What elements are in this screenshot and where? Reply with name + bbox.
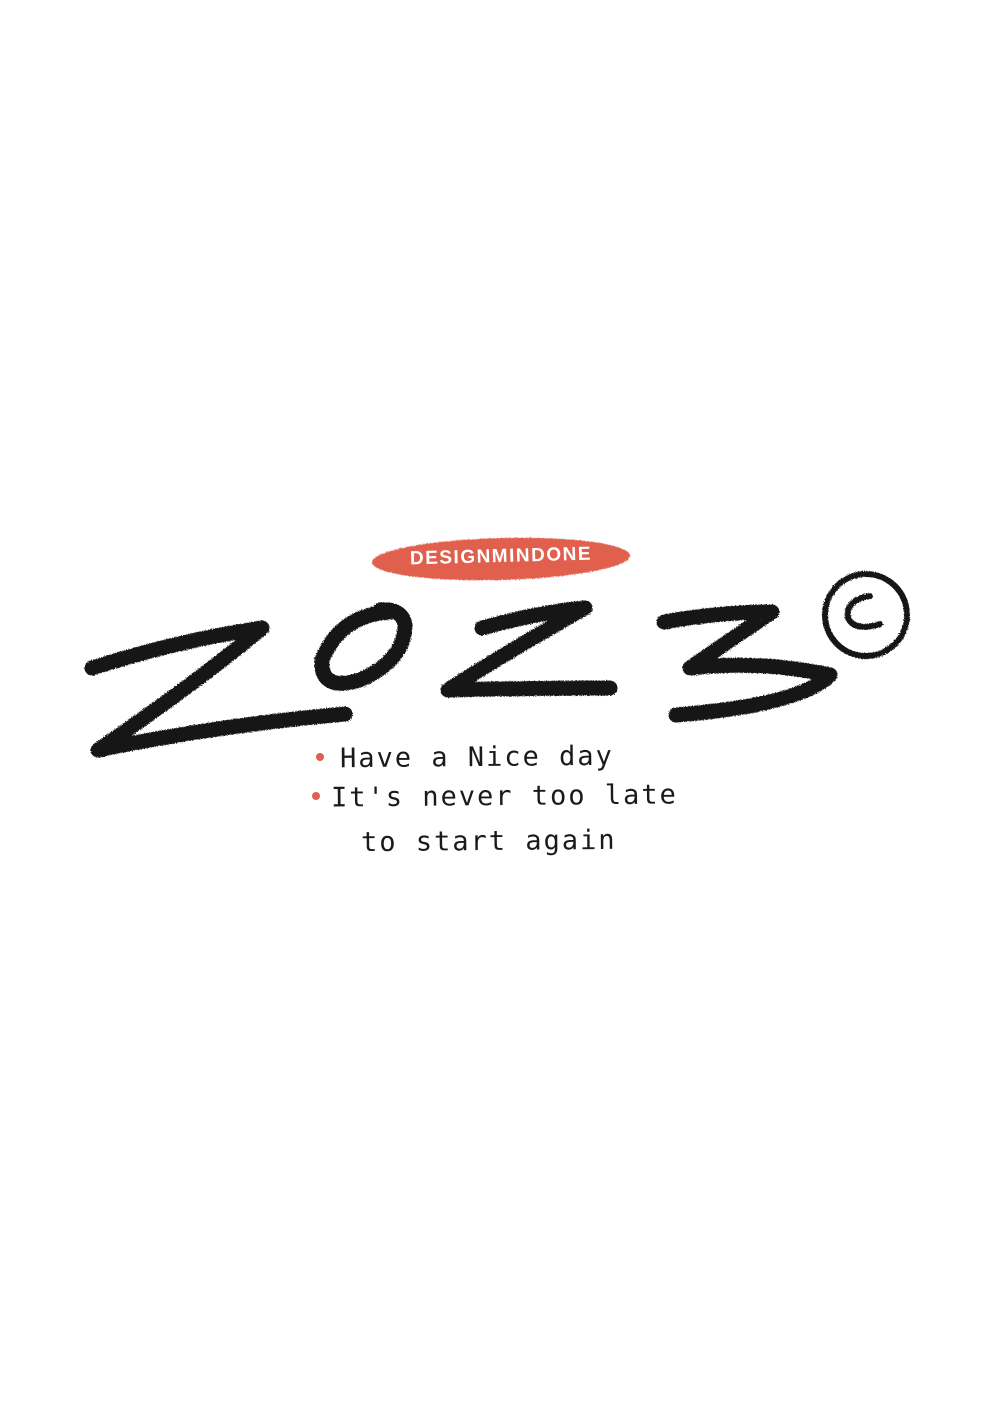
digit-2 (84, 620, 353, 758)
continuation-line: to start again (360, 824, 617, 859)
copyright-c (844, 593, 883, 630)
copyright-circle (822, 571, 910, 659)
bullet-line-1: Have a Nice day (339, 740, 614, 775)
bullet-dot (316, 753, 324, 761)
digit-0 (314, 602, 413, 691)
bullet-line-2: It's never too late (330, 779, 678, 814)
year-2023-lettering (84, 571, 910, 758)
badge-background (372, 537, 630, 581)
digit-3 (656, 604, 838, 723)
bullet-dot (312, 792, 320, 800)
digit-2b (440, 600, 618, 698)
